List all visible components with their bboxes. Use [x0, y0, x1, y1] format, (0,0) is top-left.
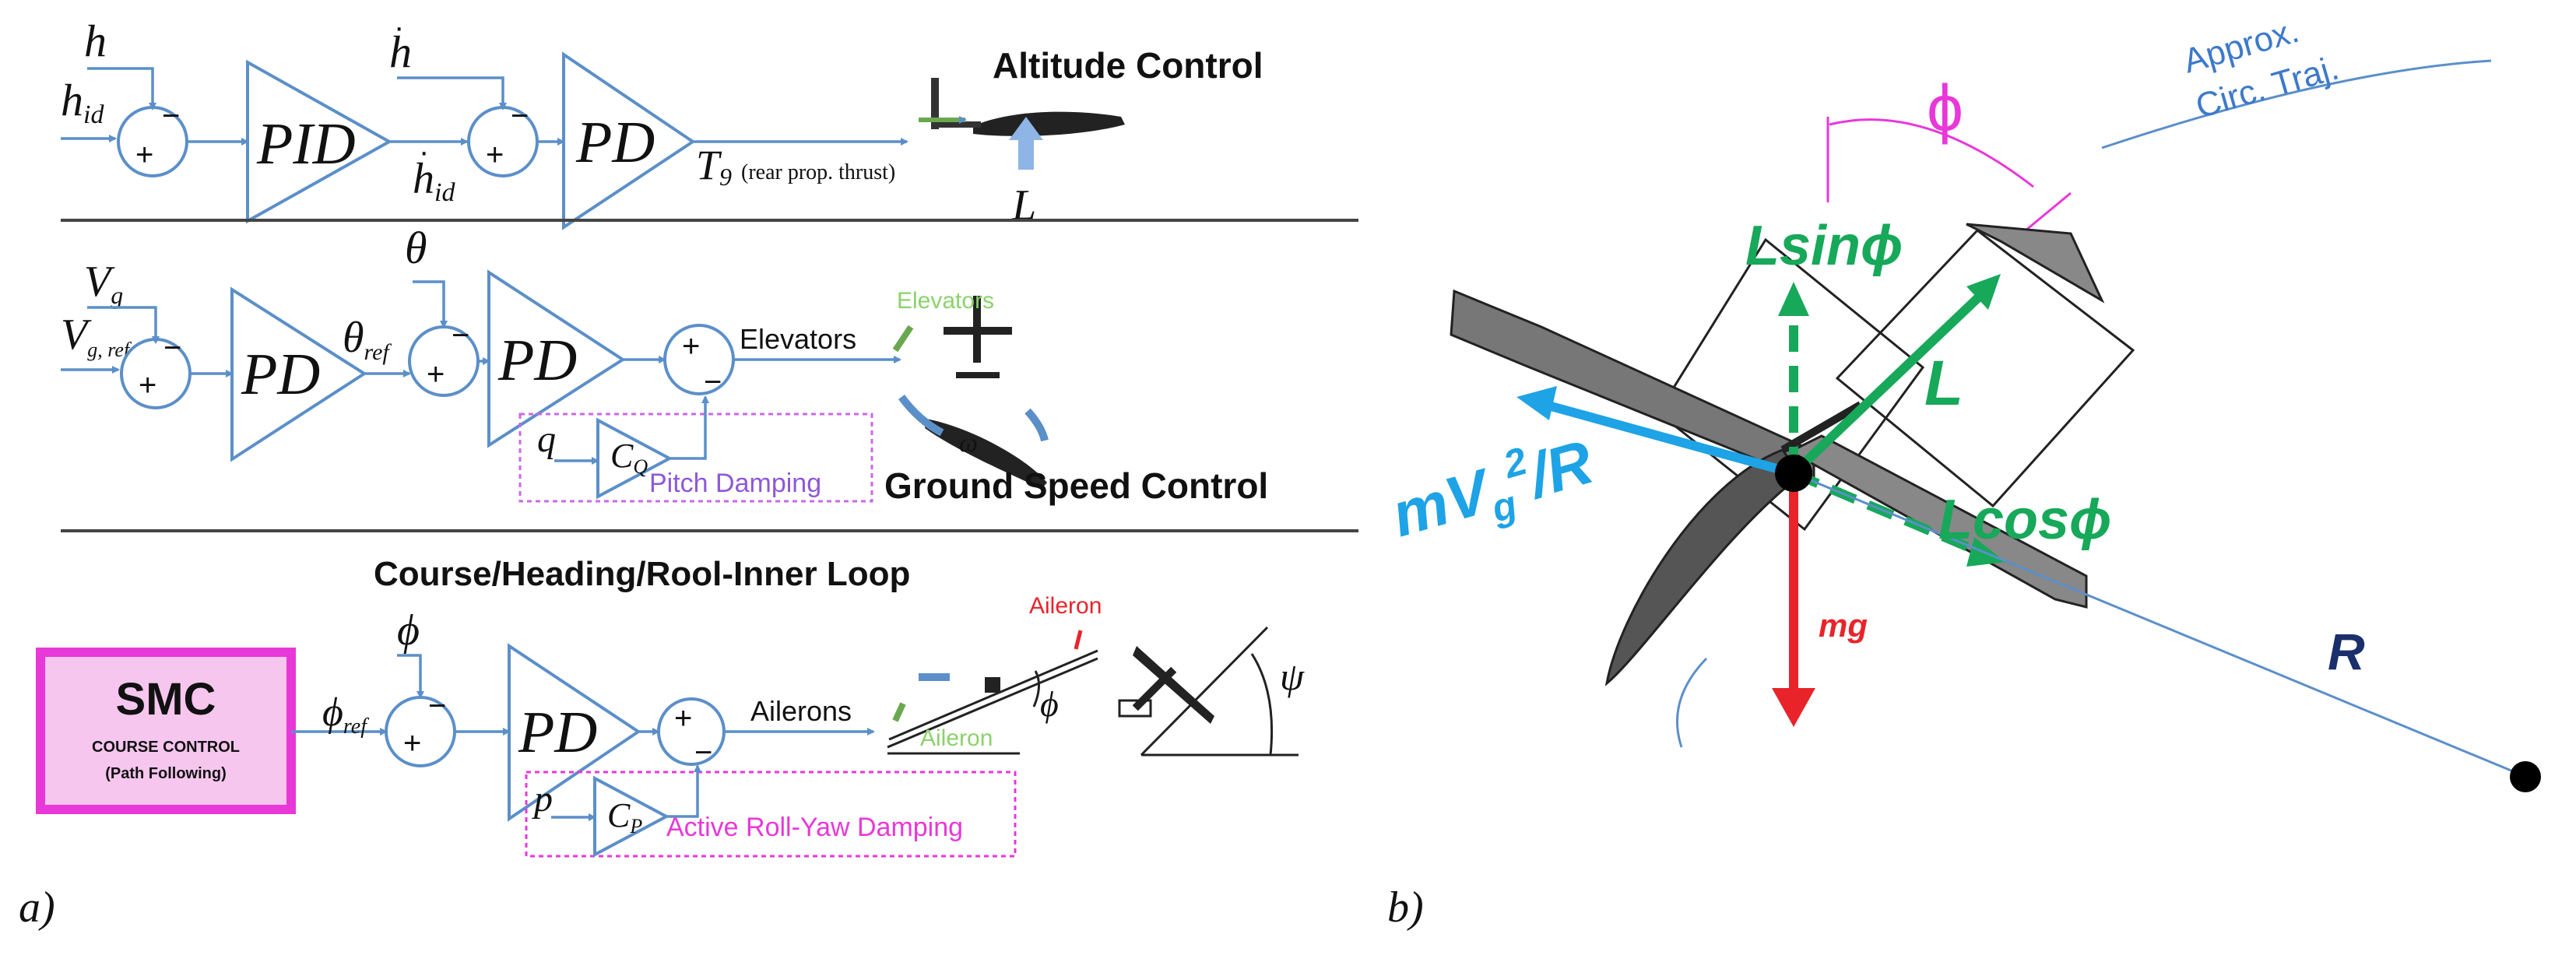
tilted-ref-line: [2025, 191, 2072, 232]
psi-label: ψ: [1280, 655, 1305, 698]
svg-text:−: −: [162, 99, 180, 133]
altitude-control-title: Altitude Control: [993, 45, 1263, 86]
svg-text:+: +: [682, 329, 700, 363]
pd-block-altitude: [562, 51, 696, 230]
input-h: h: [84, 16, 107, 66]
pd-label-speed-2: PD: [497, 328, 577, 393]
radius-label: R: [2328, 623, 2365, 680]
radius-line: [1793, 472, 2523, 777]
t9-note: (rear prop. thrust): [741, 160, 895, 184]
pid-block: [246, 59, 393, 224]
phi-ref-label: ϕref: [322, 690, 369, 739]
centripetal-force-vector: [1538, 399, 1795, 478]
svg-text:−: −: [428, 689, 446, 723]
altitude-loop: h hid + − PID hid · + − h · PD T9 (rear …: [61, 10, 1263, 230]
aircraft-roll: [887, 630, 1098, 755]
input-vgref: Vg, ref: [61, 311, 132, 361]
input-h-id: hid: [61, 75, 104, 129]
phi-label: ϕ: [397, 606, 420, 655]
svg-text:+: +: [135, 138, 153, 172]
cq-label: CQ: [610, 437, 648, 478]
lcos-label: Lcosϕ: [1938, 489, 2112, 551]
pitch-damping-label: Pitch Damping: [649, 469, 821, 498]
svg-text:+: +: [427, 357, 445, 391]
centripetal-label: mVg2/R: [1383, 422, 1602, 557]
smc-subtitle-2: (Path Following): [105, 765, 227, 782]
circular-trajectory-arc: [2101, 59, 2492, 149]
svg-text:+: +: [674, 701, 692, 736]
lower-trajectory-arc: [1676, 657, 1708, 748]
phi-angle-label: ϕ: [1927, 72, 1963, 145]
theta-label: θ: [405, 223, 427, 273]
svg-text:−: −: [694, 736, 712, 770]
input-vg: Vg: [84, 258, 123, 309]
aircraft-side-altitude: [919, 78, 1125, 170]
mg-label: mg: [1819, 607, 1868, 644]
aircraft-yaw: [1118, 626, 1299, 757]
pd-label-course: PD: [518, 700, 597, 765]
panel-a-label: a): [19, 883, 55, 932]
q-label: q: [537, 419, 556, 460]
theta-ref-label: θref: [343, 314, 392, 365]
pd-label-speed-1: PD: [241, 342, 320, 407]
lift-label-altitude: L: [1011, 181, 1036, 230]
svg-text:−: −: [163, 331, 181, 365]
svg-text:·: ·: [419, 135, 429, 169]
pitch-damping-box: [518, 413, 873, 503]
center-of-gravity-dot: [1775, 455, 1812, 492]
panel-b-label: b): [1387, 883, 1424, 932]
svg-text:+: +: [403, 726, 421, 760]
roll-yaw-damping-box: [525, 771, 1017, 858]
pd-block-course: [508, 643, 641, 822]
hdot-id-label: hid: [413, 155, 455, 207]
phi-angle-arc: [1829, 118, 2034, 188]
pd-block-speed-2: [487, 269, 626, 448]
svg-text:−: −: [452, 318, 469, 353]
uav-3d: [1450, 223, 2135, 686]
turn-center-dot: [2510, 761, 2541, 792]
hdot-label: h: [389, 26, 412, 77]
force-diagram: Approx. Circ. Traj. ϕ: [1383, 12, 2541, 792]
elevators-label: Elevators: [897, 288, 994, 314]
omega-label: ω: [959, 429, 978, 458]
svg-text:·: ·: [394, 10, 404, 44]
lsin-label: Lsinϕ: [1745, 215, 1903, 277]
aileron-top-label: Aileron: [1029, 593, 1102, 619]
ground-speed-title: Ground Speed Control: [884, 465, 1268, 506]
course-title: Course/Heading/Rool-Inner Loop: [374, 555, 910, 593]
svg-text:−: −: [704, 365, 722, 399]
pid-label: PID: [256, 111, 356, 177]
aileron-bottom-label: Aileron: [920, 725, 993, 751]
course-loop: Course/Heading/Rool-Inner Loop SMC COURS…: [36, 555, 1305, 858]
roll-yaw-damping-label: Active Roll-Yaw Damping: [666, 813, 963, 842]
cp-label: CP: [607, 796, 642, 837]
svg-text:−: −: [511, 99, 529, 133]
svg-text:+: +: [486, 138, 504, 172]
ground-speed-loop: Vg Vg, ref + − PD θref + − θ PD + − Elev…: [61, 223, 1268, 506]
aircraft-top-pitch: [892, 296, 1049, 489]
lift-label: L: [1924, 348, 1963, 419]
pd-label-altitude: PD: [575, 110, 655, 175]
smc-subtitle: COURSE CONTROL: [92, 739, 240, 756]
p-label: p: [532, 778, 553, 820]
phi-small-label: ϕ: [1040, 684, 1059, 724]
svg-text:+: +: [139, 368, 156, 402]
elevators-output-label: Elevators: [740, 323, 856, 355]
pd-block-speed-1: [230, 286, 367, 462]
lift-force-vector: [1790, 286, 1991, 477]
smc-title: SMC: [116, 674, 216, 725]
ailerons-output-label: Ailerons: [750, 695, 852, 727]
t9-label: T9: [696, 142, 732, 191]
